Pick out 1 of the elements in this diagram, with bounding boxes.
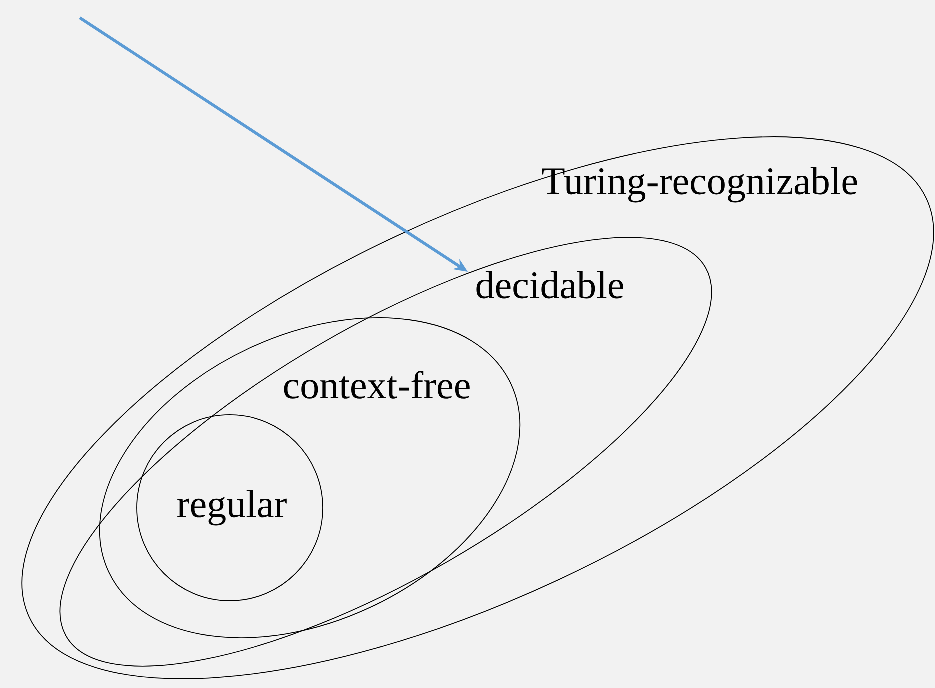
circle-region: regular [136, 414, 324, 602]
